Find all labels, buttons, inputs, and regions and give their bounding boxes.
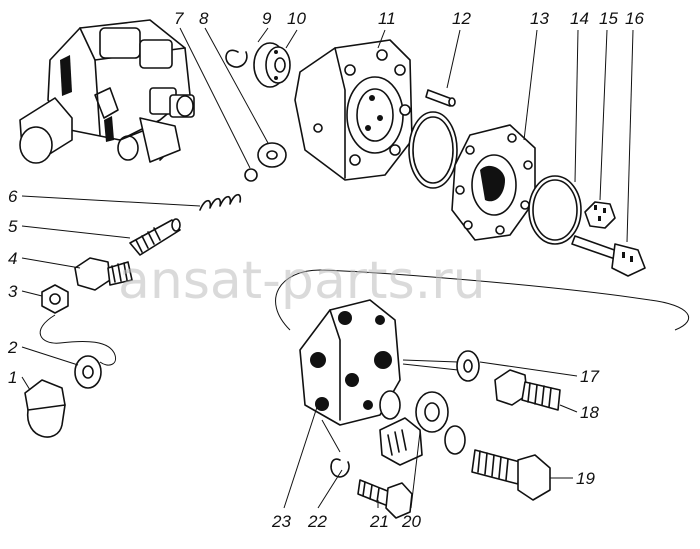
callout-2: 2 xyxy=(7,338,18,357)
part-6-spring xyxy=(199,193,242,211)
part-10-bearing xyxy=(253,42,291,88)
part-7-ball xyxy=(244,168,258,182)
part-11-housing xyxy=(294,39,413,181)
watermark: ansat-parts.ru xyxy=(118,251,486,311)
part-1-cap-nut xyxy=(24,379,66,438)
callout-3: 3 xyxy=(8,282,18,301)
part-2-washer xyxy=(74,355,102,389)
washer-upper xyxy=(379,390,401,420)
part-23-valve-body xyxy=(299,299,401,426)
callout-14: 14 xyxy=(570,9,589,28)
callout-13: 13 xyxy=(530,9,549,28)
callout-17: 17 xyxy=(580,367,599,386)
callout-9: 9 xyxy=(262,9,272,28)
callout-20: 20 xyxy=(401,512,421,531)
gasket-left xyxy=(408,111,458,189)
callout-23: 23 xyxy=(271,512,291,531)
callout-11: 11 xyxy=(378,9,396,28)
callout-21: 21 xyxy=(369,512,389,531)
callout-22: 22 xyxy=(307,512,327,531)
part-20-banjo xyxy=(379,391,449,466)
callout-12: 12 xyxy=(452,9,471,28)
part-5-plunger xyxy=(129,218,181,256)
callout-5: 5 xyxy=(8,217,18,236)
part-16-gear-shaft xyxy=(571,235,646,277)
callout-labels: 7 8 9 10 11 12 13 14 15 16 6 5 4 3 2 1 1… xyxy=(7,9,644,531)
callout-7: 7 xyxy=(174,9,184,28)
part-4-fitting xyxy=(74,257,133,291)
part-13-cover-plate xyxy=(451,124,536,241)
pump-assembly xyxy=(19,19,195,164)
washer-lower xyxy=(444,425,466,455)
leader-lines xyxy=(21,27,634,509)
callout-19: 19 xyxy=(576,469,595,488)
part-21-bolt xyxy=(357,479,413,519)
callout-8: 8 xyxy=(199,9,209,28)
part-18-union xyxy=(494,369,561,411)
part-9-snap-ring xyxy=(225,49,248,68)
callout-16: 16 xyxy=(625,9,644,28)
callout-15: 15 xyxy=(599,9,618,28)
callout-18: 18 xyxy=(580,403,599,422)
part-17-washer xyxy=(456,350,480,382)
part-19-bolt xyxy=(471,449,551,501)
connector-line-3-2 xyxy=(39,314,117,366)
part-8-seal xyxy=(257,142,287,168)
callout-6: 6 xyxy=(8,187,18,206)
part-14-gasket xyxy=(528,175,582,245)
callout-10: 10 xyxy=(287,9,306,28)
part-15-gear xyxy=(584,201,616,229)
part-3-nut xyxy=(41,284,69,314)
callout-1: 1 xyxy=(8,368,17,387)
part-12-pin xyxy=(425,89,456,107)
connector-line-loop xyxy=(275,269,690,331)
callout-4: 4 xyxy=(8,249,17,268)
part-22-snap-ring xyxy=(330,458,350,478)
